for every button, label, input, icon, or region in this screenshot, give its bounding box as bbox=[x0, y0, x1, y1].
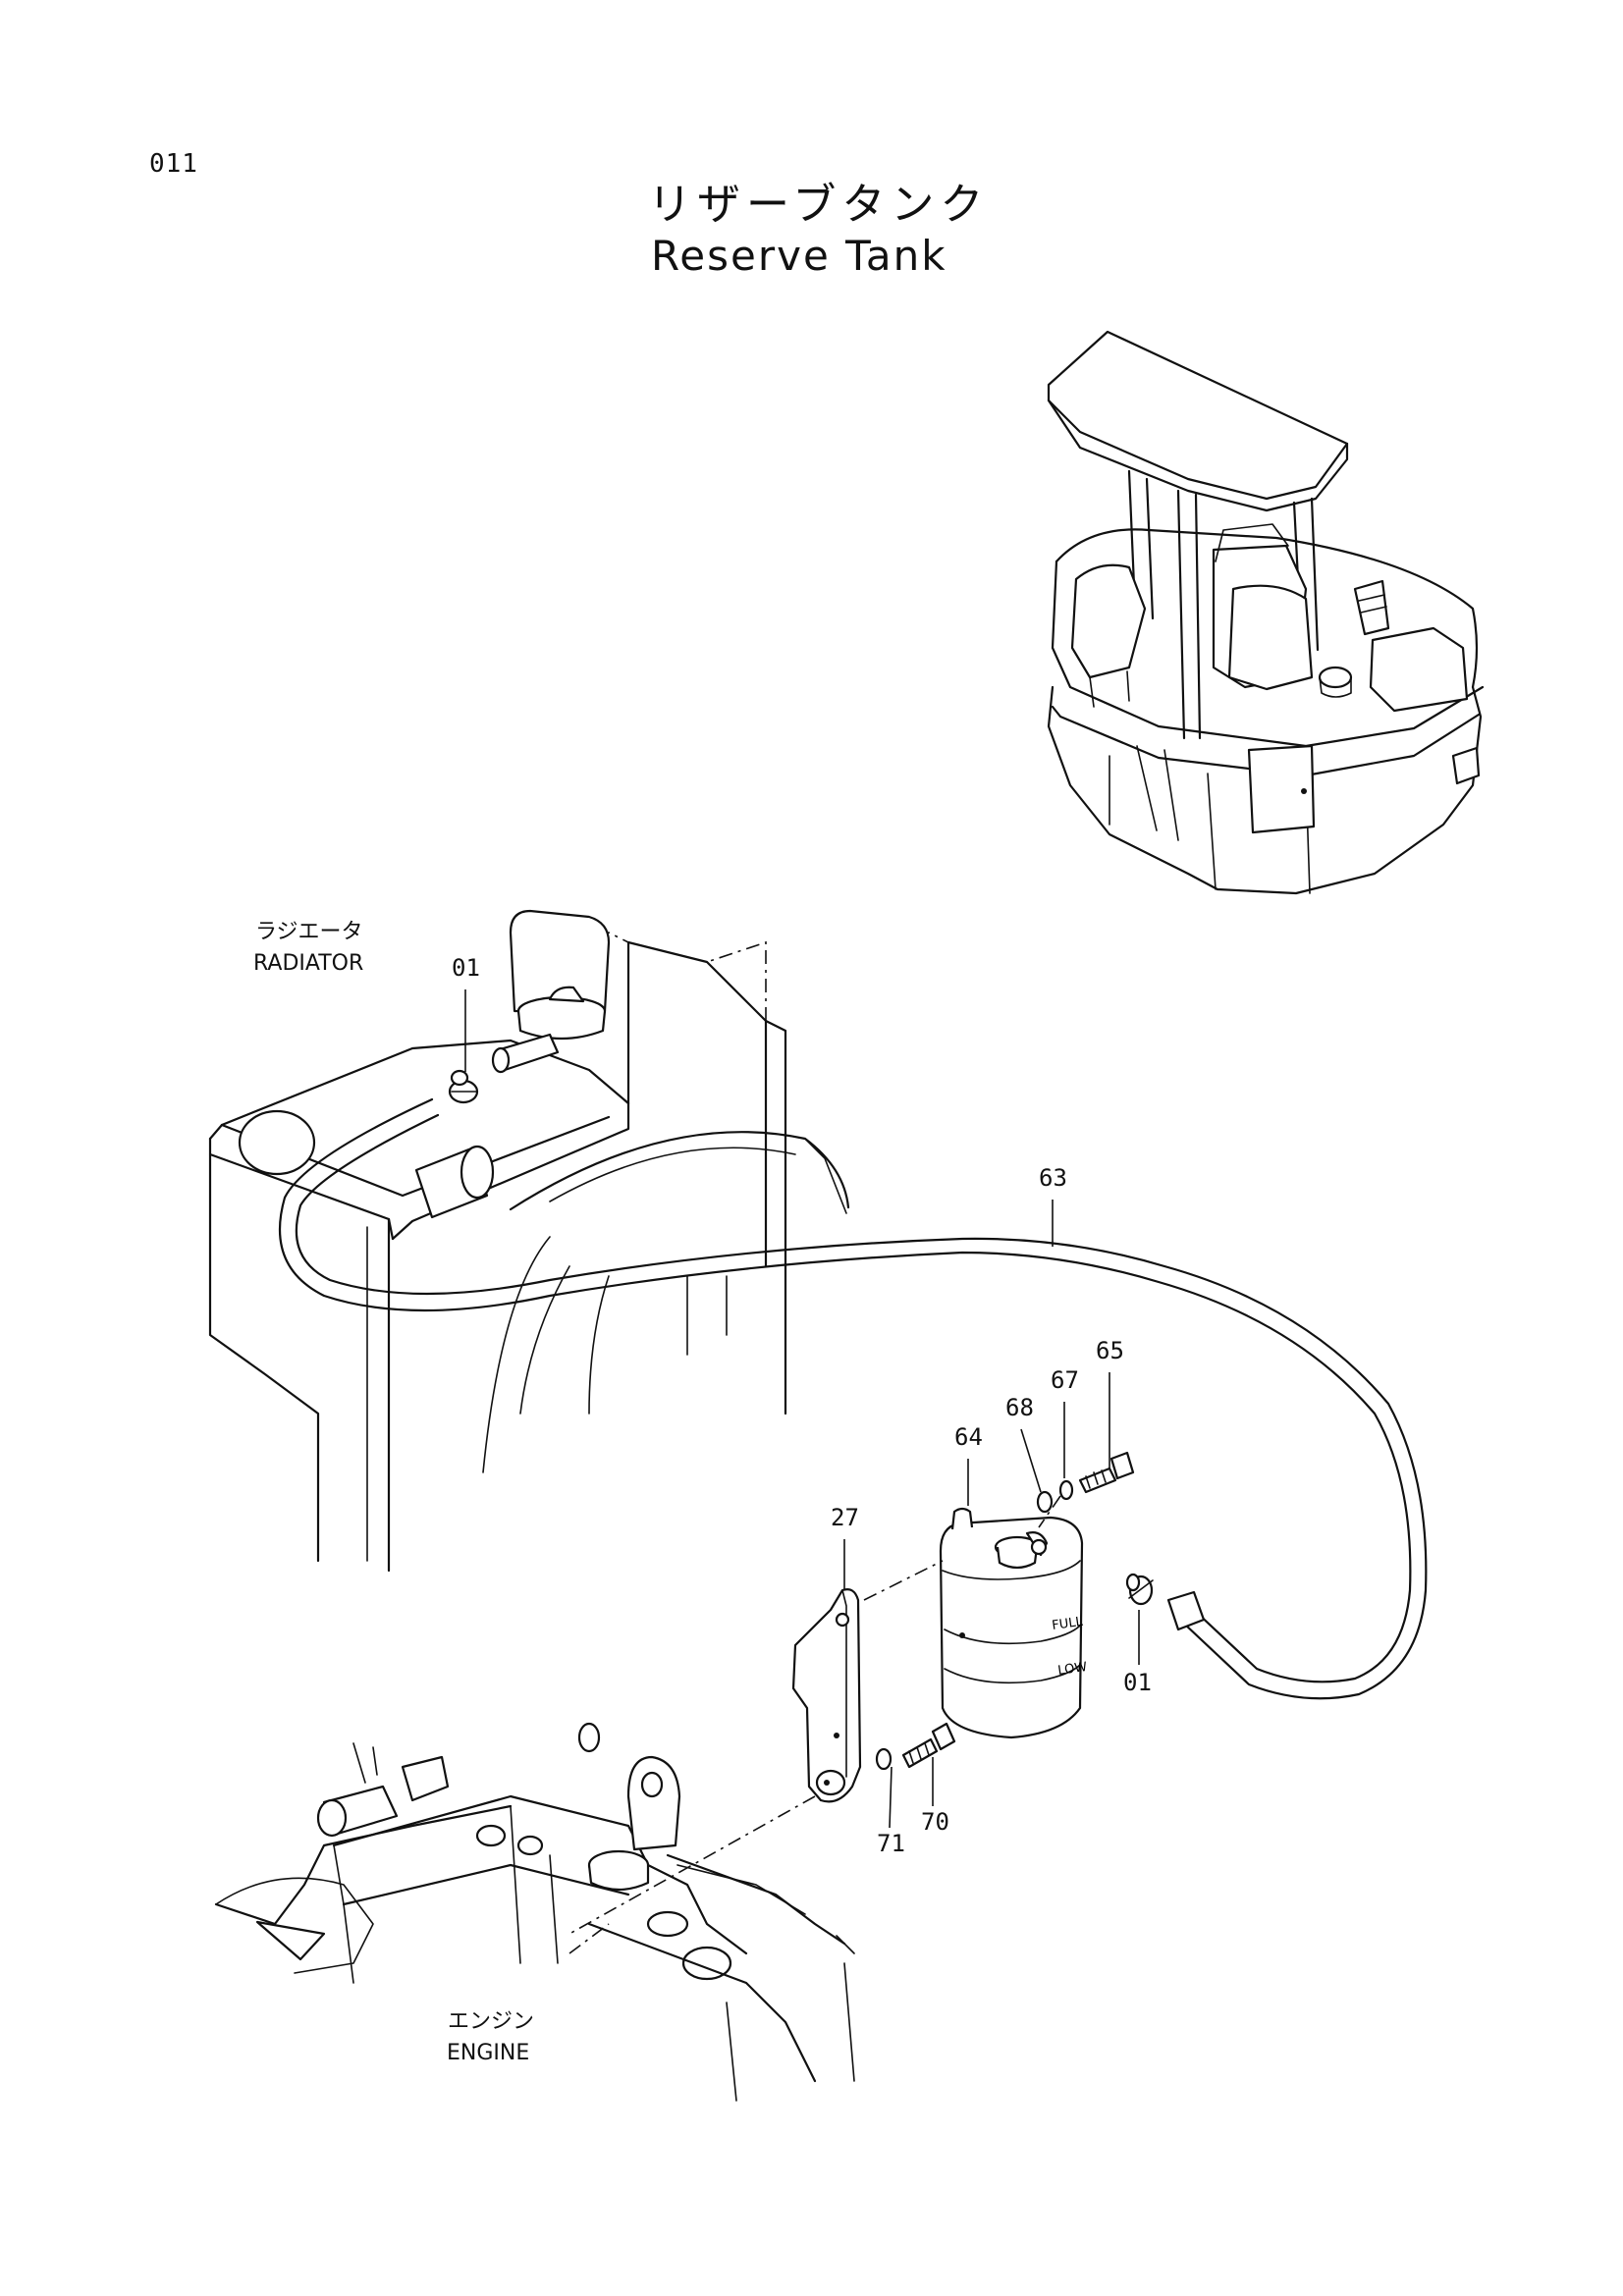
hose-clamp-top bbox=[448, 1069, 479, 1104]
engine-label: ENGINE bbox=[447, 2041, 530, 2065]
tank-bolt-axis bbox=[1038, 1495, 1061, 1528]
hose-clamp-tank bbox=[1125, 1573, 1154, 1606]
part-number-71: 71 bbox=[877, 1830, 905, 1857]
tank-bracket-axis bbox=[863, 1560, 944, 1601]
bolt-bracket bbox=[901, 1722, 956, 1769]
radiator-label-japanese: ラジエータ bbox=[255, 920, 363, 944]
page-title-japanese: リザーブタンク bbox=[648, 180, 990, 230]
page-title: Reserve Tank bbox=[651, 232, 947, 280]
washer-68 bbox=[1036, 1490, 1054, 1514]
radiator-label: RADIATOR bbox=[253, 951, 364, 976]
part-number-64: 64 bbox=[954, 1423, 983, 1451]
excavator-overview bbox=[1047, 330, 1485, 895]
part-number-27: 27 bbox=[831, 1504, 859, 1531]
radiator bbox=[208, 909, 850, 1573]
reserve-tank bbox=[939, 1507, 1084, 1739]
part-number-63: 63 bbox=[1039, 1164, 1067, 1192]
engine-label-japanese: エンジン bbox=[448, 2009, 535, 2034]
part-number-01-top: 01 bbox=[452, 954, 480, 982]
washer-71 bbox=[875, 1747, 893, 1771]
part-number-68: 68 bbox=[1005, 1394, 1034, 1421]
part-number-67: 67 bbox=[1051, 1366, 1079, 1394]
tank-full-mark: FULL bbox=[1051, 1615, 1084, 1633]
washer-67 bbox=[1058, 1479, 1074, 1501]
part-number-70: 70 bbox=[921, 1808, 949, 1836]
tank-low-mark: LOW bbox=[1056, 1660, 1088, 1679]
part-number-01-tank: 01 bbox=[1123, 1669, 1152, 1696]
engine bbox=[214, 1722, 855, 2102]
leader-lines bbox=[464, 989, 1140, 1829]
part-number-65: 65 bbox=[1096, 1337, 1124, 1364]
overflow-hose bbox=[278, 1097, 1428, 1700]
page-number: 011 bbox=[149, 149, 198, 179]
bolt-tank bbox=[1078, 1451, 1135, 1494]
mounting-bracket bbox=[791, 1588, 862, 1803]
bracket-engine-axis bbox=[568, 1795, 816, 1935]
